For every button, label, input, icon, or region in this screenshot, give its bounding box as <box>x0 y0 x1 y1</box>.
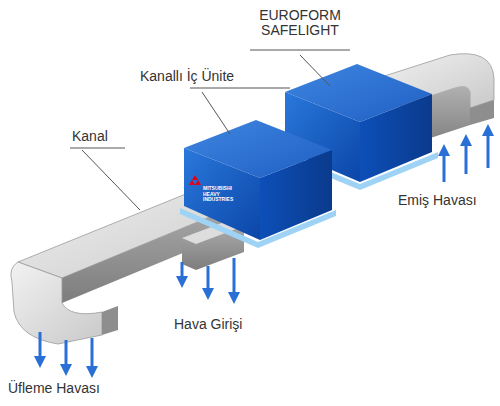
air-arrows <box>40 130 488 372</box>
ducted-indoor-unit <box>180 120 336 248</box>
airflow-label: Üfleme Havası <box>8 380 100 396</box>
part-label: Kanal <box>72 128 108 144</box>
leader-lines <box>70 50 350 210</box>
brand-text: MITSUBISHI HEAVY INDUSTRIES <box>203 186 237 203</box>
brand-logo <box>189 175 201 185</box>
product-label: EUROFORM SAFELIGHT <box>250 8 350 39</box>
airflow-label: Emiş Havası <box>398 192 477 208</box>
part-label: Kanallı İç Ünite <box>140 68 234 84</box>
airflow-label: Hava Girişi <box>174 316 242 332</box>
